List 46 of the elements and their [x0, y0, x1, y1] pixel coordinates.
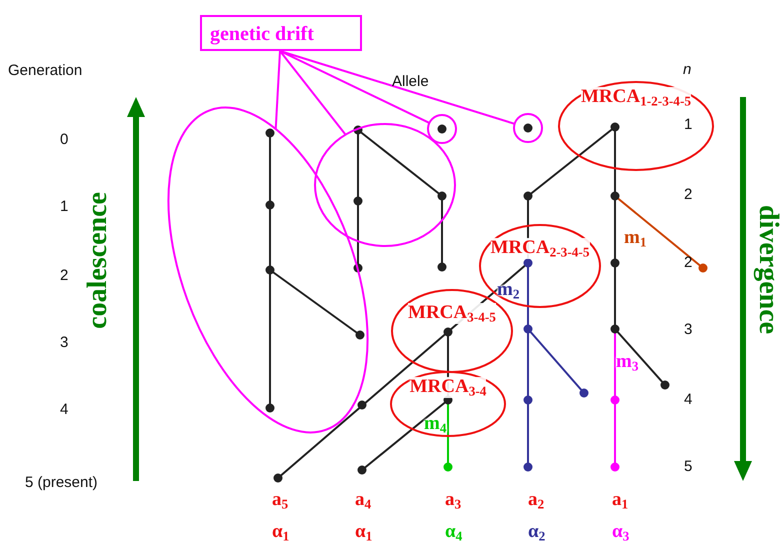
ellipse-marker	[166, 106, 370, 434]
ellipse-marker	[314, 123, 456, 247]
leader-line	[280, 50, 430, 124]
tree-label: m$_{1}$	[624, 228, 646, 249]
mrca-ellipse	[479, 224, 601, 308]
circle-marker	[512, 113, 544, 143]
circle-marker	[426, 114, 458, 144]
tree-label: α$_{2}$	[528, 522, 546, 543]
tree-label: a$_{5}$	[272, 490, 288, 511]
mrca-ellipse	[558, 81, 714, 171]
tree-label: α$_{1}$	[355, 522, 372, 543]
axis-label: 2	[684, 187, 692, 202]
tree-label: α$_{1}$	[272, 522, 290, 543]
tree-label: m$_{2}$	[497, 280, 520, 301]
direction-label: coalescence	[84, 192, 112, 329]
leader-line	[279, 50, 346, 136]
axis-label: 5 (present)	[25, 475, 98, 490]
tree-label: m$_{3}$	[616, 352, 638, 373]
axis-label: Generation	[8, 63, 82, 78]
axis-label: 3	[684, 322, 692, 337]
direction-label: divergence	[754, 205, 782, 334]
axis-label: 0	[60, 132, 68, 147]
tree-label: a$_{4}$	[355, 490, 372, 511]
tree-label: a$_{1}$	[612, 490, 628, 511]
mrca-label: MRCA$_{1-2-3-4-5}$	[580, 87, 692, 108]
axis-label: 2	[60, 268, 68, 283]
axis-label: 2	[684, 255, 692, 270]
mrca-ellipse	[390, 371, 506, 437]
mrca-label: MRCA$_{3-4-5}$	[408, 303, 496, 324]
axis-label: 4	[684, 392, 692, 407]
tree-label: a$_{3}$	[445, 490, 462, 511]
axis-label: 1	[684, 117, 692, 132]
tree-label: α$_{4}$	[445, 522, 462, 543]
leader-line	[274, 50, 281, 130]
axis-label: 4	[60, 402, 68, 417]
axis-label: 5	[684, 459, 692, 474]
axis-label: 3	[60, 335, 68, 350]
mrca-label: MRCA$_{3-4}$	[410, 377, 486, 398]
tree-label: a$_{2}$	[528, 490, 544, 511]
callout-box: genetic drift	[200, 15, 362, 51]
tree-label: m$_{4}$	[424, 414, 446, 435]
axis-label: Allele	[392, 74, 429, 89]
axis-label: n	[683, 62, 692, 77]
tree-label: α$_{3}$	[612, 522, 630, 543]
axis-label: 1	[60, 199, 68, 214]
mrca-label: MRCA$_{2-3-4-5}$	[490, 238, 590, 259]
